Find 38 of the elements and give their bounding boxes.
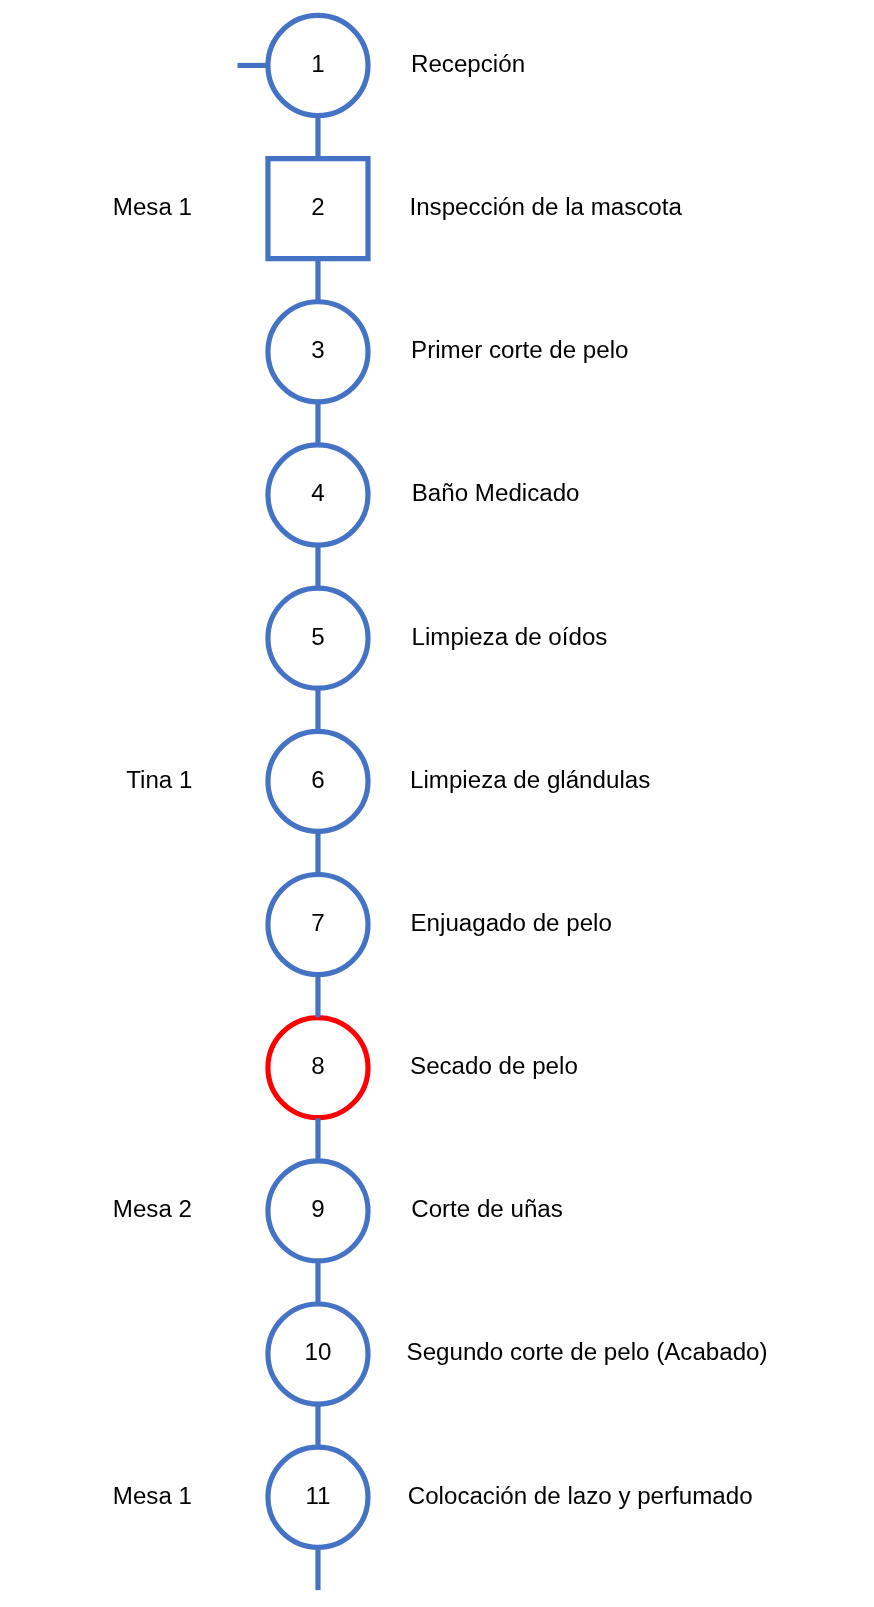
node-label: Corte de uñas: [411, 1195, 563, 1223]
connector: [315, 831, 321, 875]
label: Mesa 2: [112, 1195, 192, 1223]
connector: [315, 259, 321, 302]
node-label: Primer corte de pelo: [411, 336, 629, 364]
node-box: 2: [265, 156, 371, 262]
node-circle: 5: [265, 585, 371, 691]
node-circle: 1: [265, 12, 371, 119]
label: Tina 1: [126, 765, 193, 793]
connector: [237, 62, 268, 69]
node-circle: 9: [265, 1158, 371, 1264]
node-label: Limpieza de glándulas: [410, 765, 651, 793]
label: Mesa 1: [112, 193, 192, 220]
node-label: Inspección de la mascota: [409, 193, 682, 220]
node-label: Recepción: [411, 49, 526, 77]
node-label: Baño Medicado: [411, 479, 580, 507]
node-label: Enjuagado de pelo: [410, 908, 612, 936]
connector: [315, 688, 321, 731]
connector: [315, 1547, 321, 1591]
node-circle: 4: [265, 442, 371, 548]
node-label: Limpieza de oídos: [411, 622, 608, 650]
connector: [315, 402, 321, 445]
connector: [315, 1118, 321, 1161]
connector: [315, 1261, 321, 1304]
node-circle: 11: [265, 1444, 371, 1550]
node-label: Colocación de lazo y perfumado: [407, 1481, 753, 1509]
node-circle: 7: [265, 871, 371, 978]
node-circle: 6: [265, 728, 371, 834]
node-circle: 3: [265, 299, 371, 405]
label: Mesa 1: [112, 1481, 192, 1509]
connector: [315, 975, 321, 1018]
node-label: Segundo corte de pelo (Acabado): [406, 1338, 768, 1366]
node-circle: 8: [265, 1015, 371, 1121]
node-circle: 10: [265, 1301, 371, 1407]
connector: [315, 116, 321, 159]
connector: [315, 1404, 321, 1447]
connector: [315, 545, 321, 588]
node-label: Secado de pelo: [410, 1052, 578, 1080]
